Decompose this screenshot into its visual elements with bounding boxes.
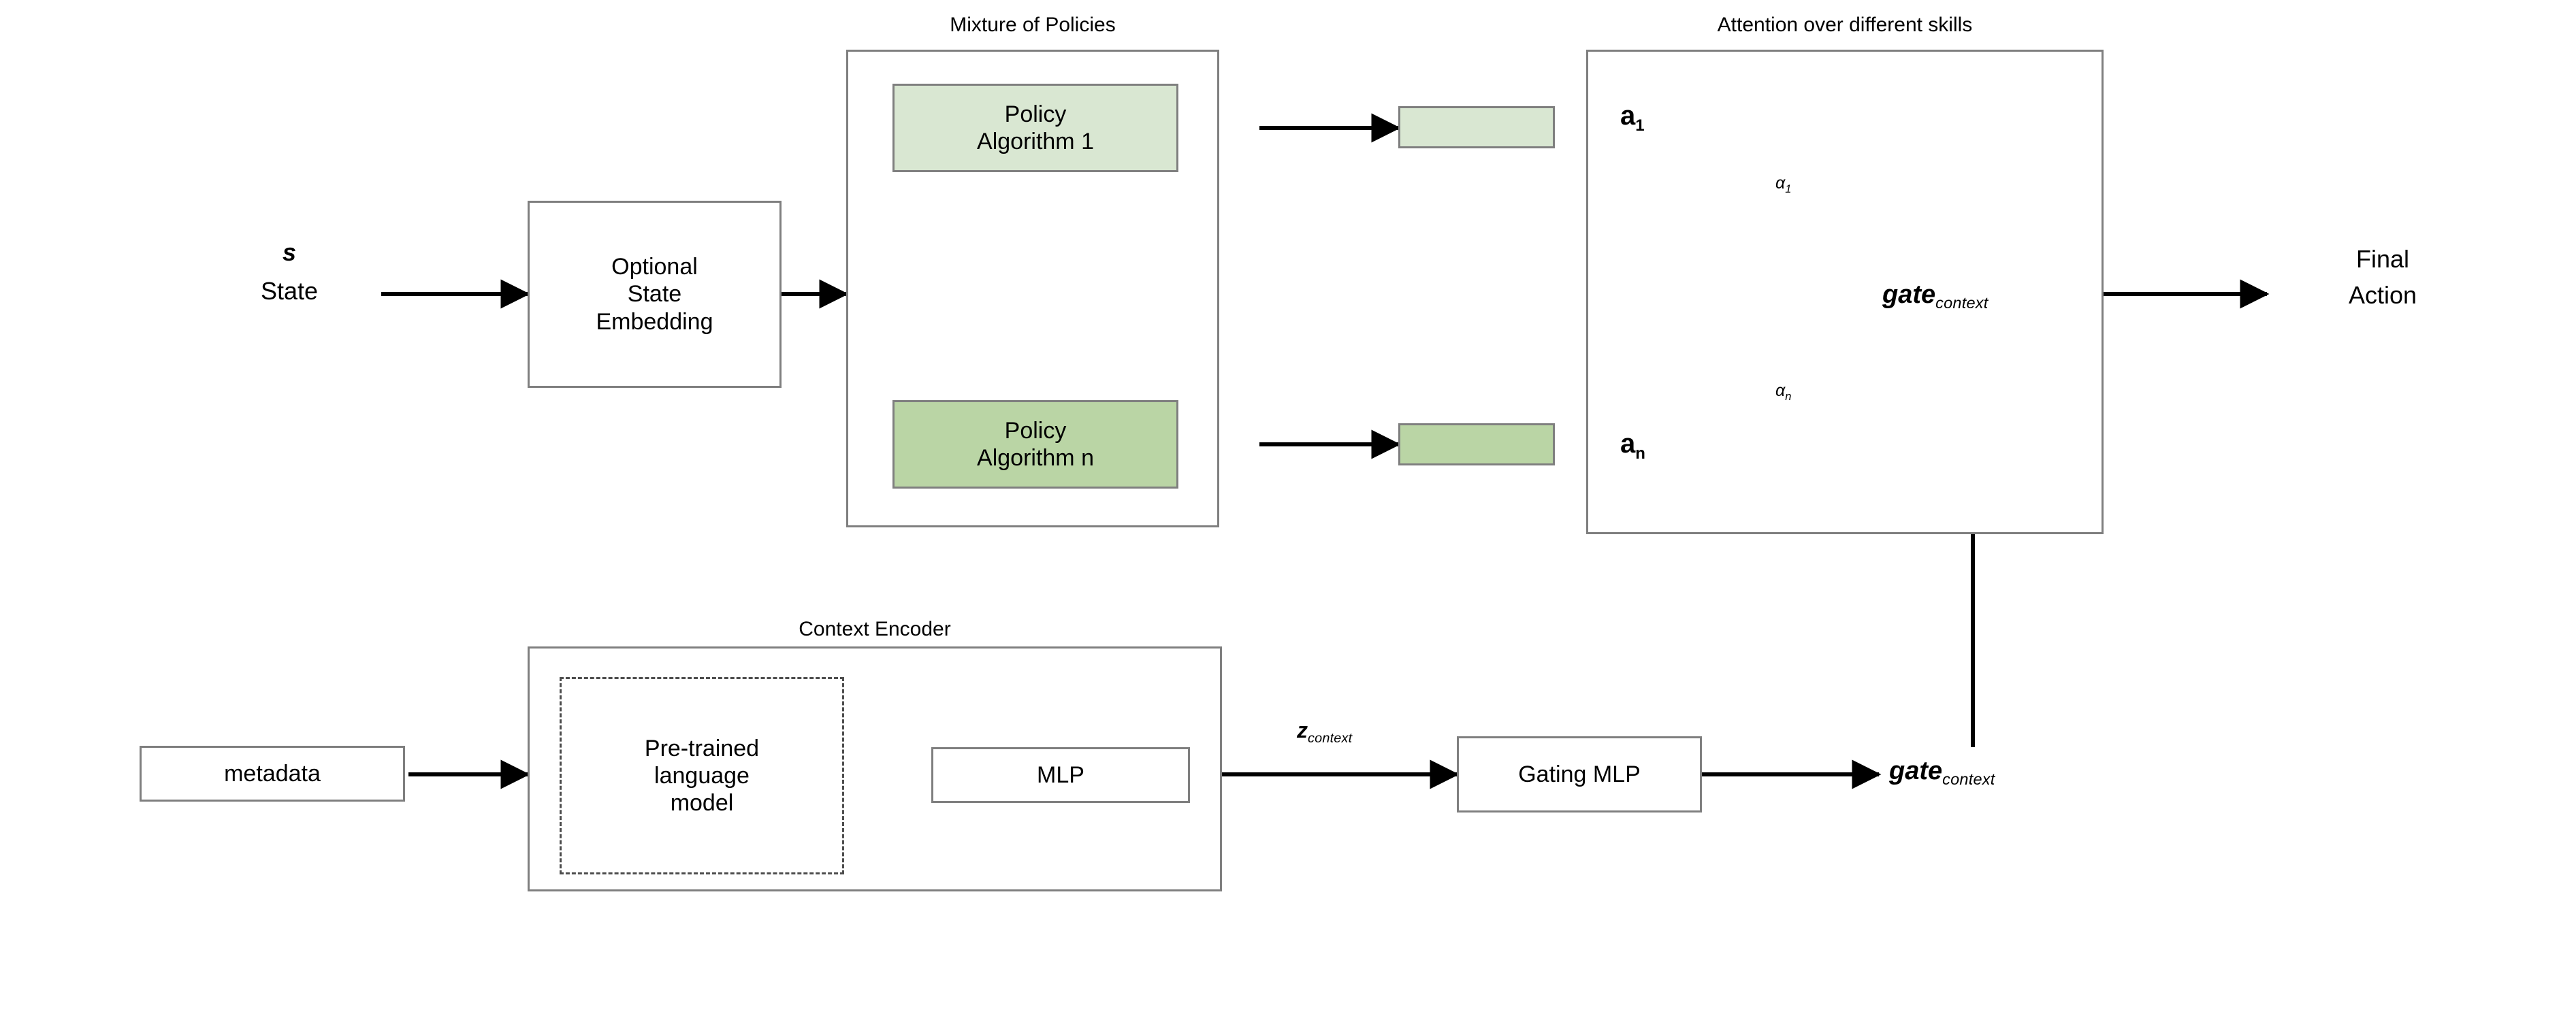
metadata-label: metadata	[224, 760, 321, 787]
gating-mlp-box[interactable]: Gating MLP	[1457, 736, 1702, 812]
z-context-label: zcontext	[1297, 718, 1353, 746]
policy-algorithm-n-label: Policy Algorithm n	[977, 417, 1094, 471]
final-action-line2: Action	[2348, 281, 2417, 309]
mlp-box[interactable]: MLP	[931, 747, 1190, 803]
policy-algorithm-1-label: Policy Algorithm 1	[977, 101, 1094, 154]
policy-algorithm-n-box[interactable]: Policy Algorithm n	[892, 400, 1178, 489]
pretrained-language-model-label: Pre-trained language model	[644, 735, 760, 817]
attention-panel	[1586, 50, 2104, 534]
attention-weight-alpha1: α1	[1775, 174, 1792, 195]
final-action-line1: Final	[2355, 245, 2410, 273]
action-bar-n[interactable]	[1398, 423, 1555, 465]
gating-mlp-label: Gating MLP	[1518, 761, 1641, 787]
metadata-box[interactable]: metadata	[140, 746, 405, 802]
pretrained-language-model-box[interactable]: Pre-trained language model	[560, 677, 844, 874]
final-action-label-group: Final Action	[2281, 244, 2485, 310]
caption-context-encoder: Context Encoder	[799, 618, 951, 640]
action-bar-1[interactable]	[1398, 106, 1555, 148]
attention-weight-alphan: αn	[1775, 381, 1792, 403]
attention-node-a1: a1	[1620, 101, 1645, 135]
state-text-label: State	[260, 277, 319, 305]
state-input-label-group: s State	[204, 237, 374, 306]
optional-state-embedding-label: Optional State Embedding	[596, 254, 713, 335]
state-symbol: s	[282, 238, 297, 266]
optional-state-embedding-box[interactable]: Optional State Embedding	[528, 201, 782, 388]
caption-mixture-of-policies: Mixture of Policies	[950, 14, 1116, 36]
attention-node-an: an	[1620, 429, 1645, 463]
mlp-label: MLP	[1037, 761, 1084, 788]
gate-context-attention-label: gatecontext	[1882, 280, 1989, 312]
gate-context-output-label: gatecontext	[1889, 757, 1995, 788]
policy-algorithm-1-box[interactable]: Policy Algorithm 1	[892, 84, 1178, 172]
caption-attention-over-skills: Attention over different skills	[1717, 14, 1973, 36]
